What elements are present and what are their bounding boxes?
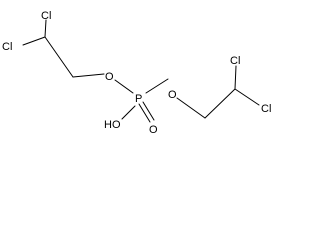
atom-o-right: O [168,89,177,101]
bond-p-o-double-b [142,101,155,121]
atom-labels: Cl Cl O P O HO O Cl Cl [2,10,271,136]
bond-c3-c4 [204,88,236,119]
atom-o-left: O [105,71,114,83]
bond-o-left-p [114,79,134,94]
bis-dichloroethyl-phosphate-structure: Cl Cl O P O HO O Cl Cl [2,10,271,136]
atom-ho: HO [104,119,121,131]
bond-c1-c2 [44,36,74,78]
bond-p-o-double-a [138,103,151,123]
bond-p-o-right [145,78,169,94]
atom-p: P [135,93,142,105]
atom-o-double: O [149,124,158,136]
bond-c4-cl-top [234,65,237,90]
bond-p-oh [121,105,136,120]
atom-cl-4: Cl [261,103,271,115]
bond-c2-o-left [72,73,105,78]
atom-cl-3: Cl [230,55,240,67]
bond-c1-cl-left [22,36,46,46]
bond-o-right-c3 [176,97,206,119]
bond-c4-cl-right [234,88,260,106]
bond-c1-cl-top [44,19,47,38]
atom-cl-1: Cl [41,10,51,22]
atom-cl-2: Cl [2,41,12,53]
bonds [22,19,260,123]
